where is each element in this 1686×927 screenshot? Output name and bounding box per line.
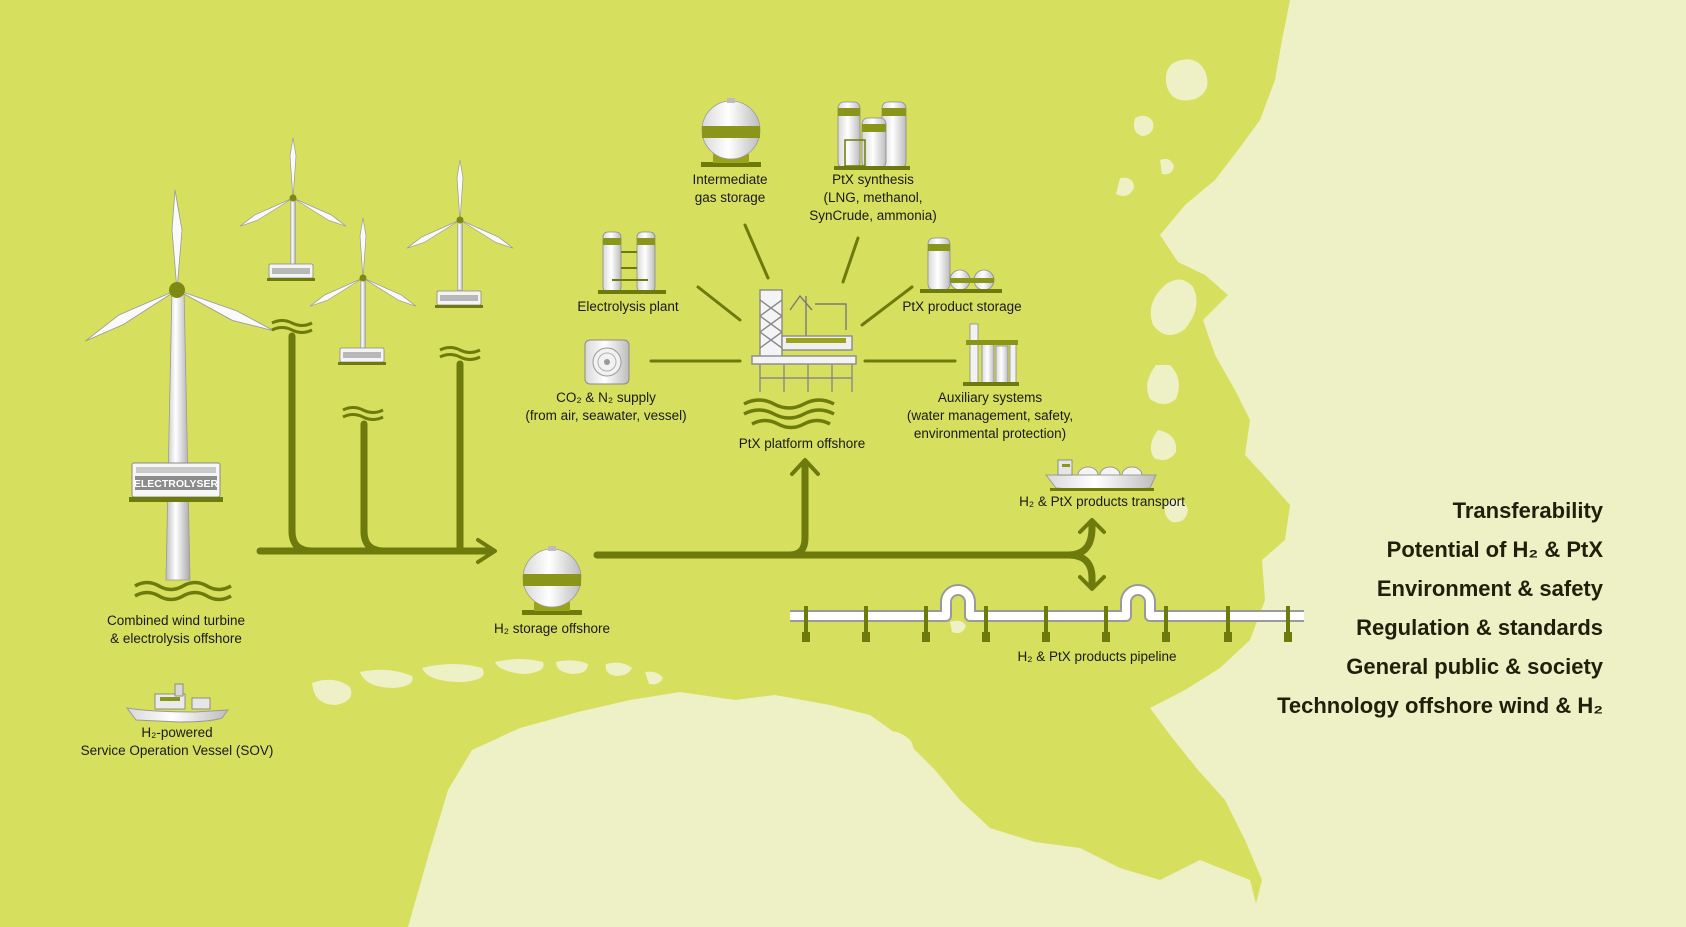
pipeline-label: H₂ & PtX products pipeline [1017, 649, 1177, 664]
wind-turbine-icon [238, 137, 348, 334]
topic-transferability: Transferability [1452, 498, 1603, 523]
storage-tanks-icon [920, 237, 1002, 293]
wind-turbine-icon [85, 189, 274, 581]
wind-turbine-icon [308, 217, 418, 421]
ptx-platform-label: PtX platform offshore [738, 436, 866, 451]
co2-supply-label: CO₂ & N₂ supply (from air, seawater, ves… [525, 390, 687, 423]
svg-text:ELECTROLYSER: ELECTROLYSER [134, 478, 219, 490]
electrolysis-plant-label: Electrolysis plant [577, 299, 679, 314]
ship-icon [125, 683, 230, 723]
sov-label: H₂-powered Service Operation Vessel (SOV… [80, 725, 274, 758]
waves-icon [743, 398, 835, 430]
combined-turbine-label: Combined wind turbine & electrolysis off… [106, 613, 246, 646]
factory-icon [963, 323, 1019, 386]
waves-icon [134, 580, 232, 602]
ptx-synthesis-label: PtX synthesis (LNG, methanol, SynCrude, … [809, 172, 937, 223]
flow-arrows [256, 223, 1106, 591]
factory-icon [834, 101, 910, 170]
h2-storage-label: H₂ storage offshore [493, 621, 611, 636]
air-fan-icon [584, 339, 630, 385]
wind-turbine-icon [405, 159, 515, 361]
ship-icon [1044, 459, 1157, 491]
topic-regulation: Regulation & standards [1356, 615, 1603, 640]
auxiliary-systems-label: Auxiliary systems (water management, saf… [906, 390, 1074, 441]
gas-tank-icon [521, 545, 583, 616]
topic-environment: Environment & safety [1376, 576, 1603, 601]
electrolyser-icon: ELECTROLYSER [129, 462, 223, 502]
ptx-product-storage-label: PtX product storage [902, 299, 1022, 314]
ptx-platform-icon [751, 289, 857, 392]
factory-icon [598, 231, 666, 294]
land-map [312, 0, 1686, 927]
transport-label: H₂ & PtX products transport [1019, 494, 1185, 509]
topic-potential: Potential of H₂ & PtX [1386, 537, 1603, 562]
gas-tank-icon [700, 97, 762, 168]
topic-technology: Technology offshore wind & H₂ [1277, 693, 1603, 718]
pipeline-icon [790, 584, 1304, 642]
topic-public: General public & society [1346, 654, 1603, 679]
intermediate-storage-label: Intermediate gas storage [692, 172, 768, 205]
